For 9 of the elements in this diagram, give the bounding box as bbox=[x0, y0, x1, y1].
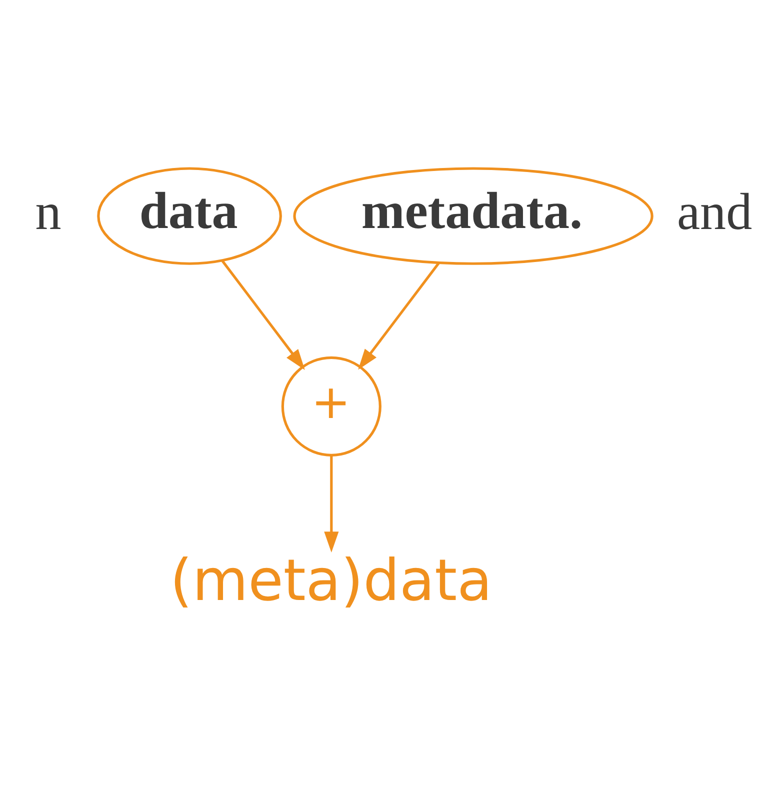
arrow bbox=[324, 454, 339, 552]
node-circle: + bbox=[281, 356, 382, 456]
arrow bbox=[221, 260, 305, 370]
arrow bbox=[358, 262, 440, 370]
label: n bbox=[35, 184, 62, 241]
node-text: (meta)data bbox=[170, 546, 492, 614]
node-ellipse: data bbox=[97, 166, 282, 264]
label: and bbox=[676, 184, 752, 241]
node-ellipse: metadata. bbox=[293, 166, 654, 264]
